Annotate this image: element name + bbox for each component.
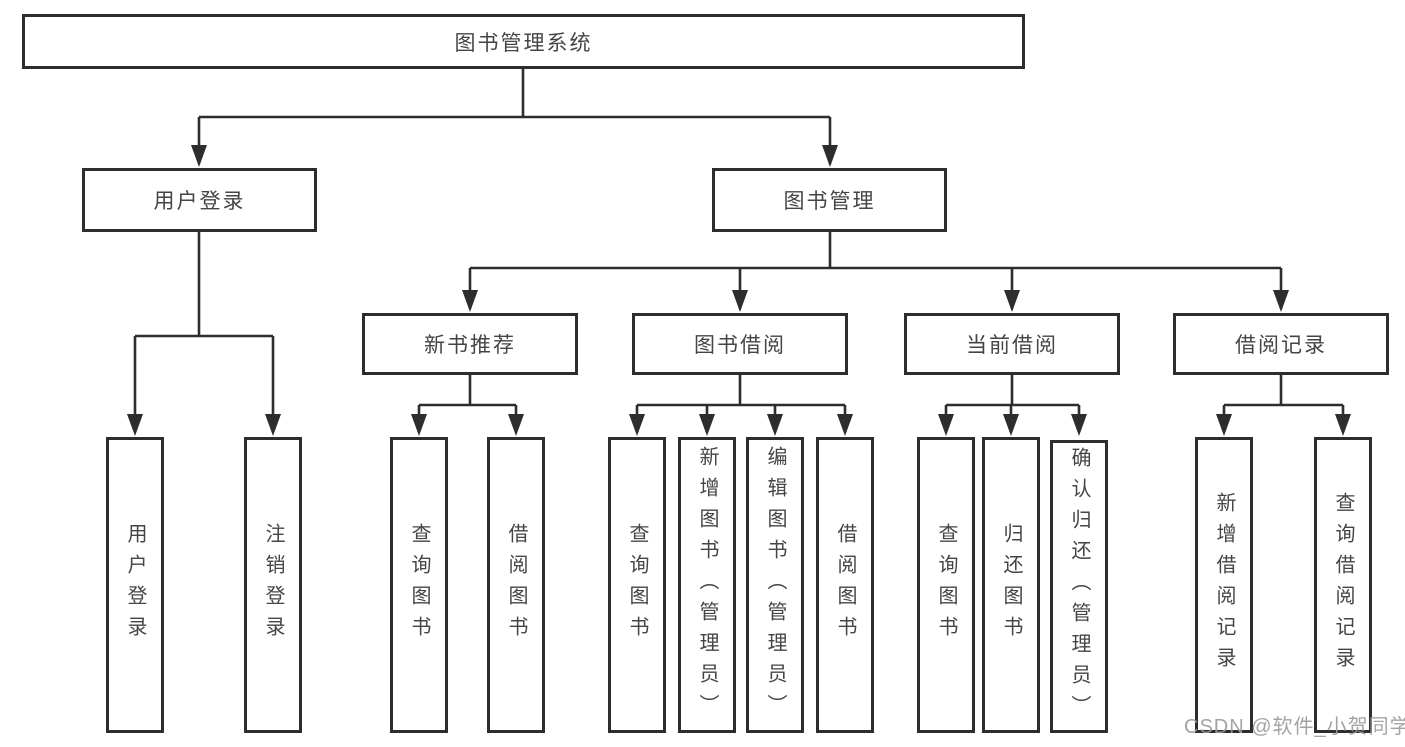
node-root-system: 图书管理系统 bbox=[22, 14, 1025, 69]
leaf-query-book-recommend: 查询图书 bbox=[390, 437, 448, 733]
leaf-borrow-book-recommend: 借阅图书 bbox=[487, 437, 545, 733]
leaf-query-book-borrow: 查询图书 bbox=[608, 437, 666, 733]
leaf-return-book: 归还图书 bbox=[982, 437, 1040, 733]
leaf-query-book-current: 查询图书 bbox=[917, 437, 975, 733]
leaf-confirm-return-admin: 确认归还（管理员） bbox=[1050, 440, 1108, 733]
node-new-book-recommend: 新书推荐 bbox=[362, 313, 578, 375]
node-borrow-records: 借阅记录 bbox=[1173, 313, 1389, 375]
csdn-watermark: CSDN @软件_小贺同学 bbox=[1184, 716, 1405, 738]
node-book-management: 图书管理 bbox=[712, 168, 947, 232]
leaf-user-login: 用户登录 bbox=[106, 437, 164, 733]
node-book-borrow: 图书借阅 bbox=[632, 313, 848, 375]
leaf-edit-book-admin: 编辑图书（管理员） bbox=[746, 437, 804, 733]
node-current-borrow: 当前借阅 bbox=[904, 313, 1120, 375]
leaf-logout: 注销登录 bbox=[244, 437, 302, 733]
leaf-add-borrow-record: 新增借阅记录 bbox=[1195, 437, 1253, 733]
leaf-query-borrow-record: 查询借阅记录 bbox=[1314, 437, 1372, 733]
leaf-add-book-admin: 新增图书（管理员） bbox=[678, 437, 736, 733]
leaf-borrow-book: 借阅图书 bbox=[816, 437, 874, 733]
node-user-login: 用户登录 bbox=[82, 168, 317, 232]
connector-lines bbox=[133, 69, 1345, 432]
